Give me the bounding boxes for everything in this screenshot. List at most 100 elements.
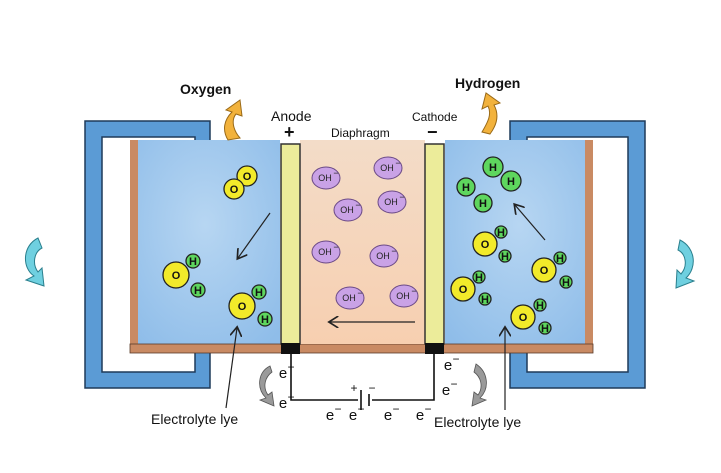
oxygen-release-arrow xyxy=(224,99,243,141)
anode-electrode xyxy=(280,143,301,345)
ion-charge: − xyxy=(355,200,360,210)
hydrogen-atom: H xyxy=(533,298,547,312)
cathode-label: Cathode xyxy=(412,110,458,124)
hydrogen-atom: H xyxy=(553,251,567,265)
hydroxide-ion: OH− xyxy=(311,240,341,264)
oxygen-atom: O xyxy=(472,231,498,257)
hydrogen-atom: H xyxy=(482,156,504,178)
hydroxide-ion: OH− xyxy=(389,284,419,308)
electron-charge: − xyxy=(450,377,457,391)
atom-label: H xyxy=(194,285,202,297)
atom-label: H xyxy=(479,198,487,210)
hydrogen-atom: H xyxy=(478,292,492,306)
ion-charge: − xyxy=(399,192,404,202)
ion-label: OH xyxy=(376,251,390,261)
hydrogen-atom: H xyxy=(494,225,508,239)
atom-label: H xyxy=(556,253,564,265)
electron-charge: − xyxy=(287,360,294,374)
atom-label: H xyxy=(475,272,483,284)
circulation-arrow-right xyxy=(675,239,696,289)
hydrogen-atom: H xyxy=(473,193,493,213)
electrons: e−e−e−e−e−e−e−e− xyxy=(279,352,460,424)
hydrogen-atom: H xyxy=(498,249,512,263)
bottom-plate xyxy=(129,343,594,354)
oxygen-atom: O xyxy=(450,276,476,302)
battery-plus: + xyxy=(350,381,357,395)
electron: e− xyxy=(384,402,400,424)
electron-curl-left xyxy=(258,365,275,407)
pointer-left xyxy=(225,328,237,409)
hydrogen-atom: H xyxy=(456,177,476,197)
oxygen-atom: O xyxy=(236,165,258,187)
electron-charge: − xyxy=(392,402,399,416)
electron-symbol: e xyxy=(416,407,424,424)
hydrogen-atom: H xyxy=(190,282,206,298)
ion-label: OH xyxy=(384,197,398,207)
ion-charge: − xyxy=(357,288,362,298)
hydroxide-ion: OH− xyxy=(333,198,363,222)
electron-charge: − xyxy=(357,402,364,416)
oxygen-atom: O xyxy=(228,292,256,320)
electron: e− xyxy=(416,402,432,424)
atom-label: H xyxy=(261,314,269,326)
electron-symbol: e xyxy=(384,407,392,424)
electrolyte-label-right: Electrolyte lye xyxy=(434,414,521,430)
cathode-terminal xyxy=(425,343,444,354)
oxygen-atom: O xyxy=(223,178,245,200)
atom-label: O xyxy=(243,171,252,183)
electron: e− xyxy=(279,390,295,412)
cathode-minus: − xyxy=(427,122,438,142)
circulation-arrow-left xyxy=(24,237,45,287)
oxygen-atom: O xyxy=(510,304,536,330)
hydrogen-atom: H xyxy=(185,253,201,269)
electron-symbol: e xyxy=(279,365,287,382)
atom-label: O xyxy=(540,265,549,277)
atom-label: O xyxy=(238,301,247,313)
hydroxide-ion: OH− xyxy=(377,190,407,214)
atom-label: H xyxy=(541,323,549,335)
anode-terminal xyxy=(281,343,300,354)
ion-charge: − xyxy=(395,158,400,168)
atom-label: O xyxy=(459,284,468,296)
electrolyte-label-left: Electrolyte lye xyxy=(151,411,238,427)
electron: e− xyxy=(444,352,460,374)
atom-label: H xyxy=(536,300,544,312)
atom-label: H xyxy=(562,277,570,289)
hydrogen-atom: H xyxy=(251,284,267,300)
electron-symbol: e xyxy=(444,357,452,374)
electron-charge: − xyxy=(334,402,341,416)
atom-label: H xyxy=(189,256,197,268)
atom-label: H xyxy=(255,287,263,299)
ion-label: OH xyxy=(396,291,410,301)
electron-charge: − xyxy=(424,402,431,416)
electron-symbol: e xyxy=(349,407,357,424)
hydrogen-atom: H xyxy=(472,270,486,284)
hydroxide-ion: OH− xyxy=(335,286,365,310)
ion-charge: − xyxy=(411,286,416,296)
ion-label: OH xyxy=(342,293,356,303)
hydrogen-label: Hydrogen xyxy=(455,75,520,91)
hydrogen-atom: H xyxy=(500,170,522,192)
anode-label: Anode xyxy=(271,108,312,124)
hydroxide-ions: OH−OH−OH−OH−OH−OH−OH−OH− xyxy=(311,156,419,310)
ion-label: OH xyxy=(318,247,332,257)
hydroxide-ion: OH− xyxy=(369,244,399,268)
flow-arrow-left xyxy=(238,212,271,258)
ion-charge: − xyxy=(333,242,338,252)
ion-charge: − xyxy=(391,246,396,256)
external-circuit xyxy=(290,354,435,410)
atom-label: H xyxy=(507,176,515,188)
electron-symbol: e xyxy=(326,407,334,424)
hydrogen-atom: H xyxy=(538,321,552,335)
electron-charge: − xyxy=(287,390,294,404)
hydrogen-release-arrow xyxy=(481,92,502,135)
atom-label: H xyxy=(501,251,509,263)
electron-charge: − xyxy=(452,352,459,366)
atom-label: O xyxy=(481,239,490,251)
oxygen-label: Oxygen xyxy=(180,81,231,97)
atom-label: H xyxy=(497,227,505,239)
atom-label: H xyxy=(481,294,489,306)
diaphragm-label: Diaphragm xyxy=(331,126,390,140)
